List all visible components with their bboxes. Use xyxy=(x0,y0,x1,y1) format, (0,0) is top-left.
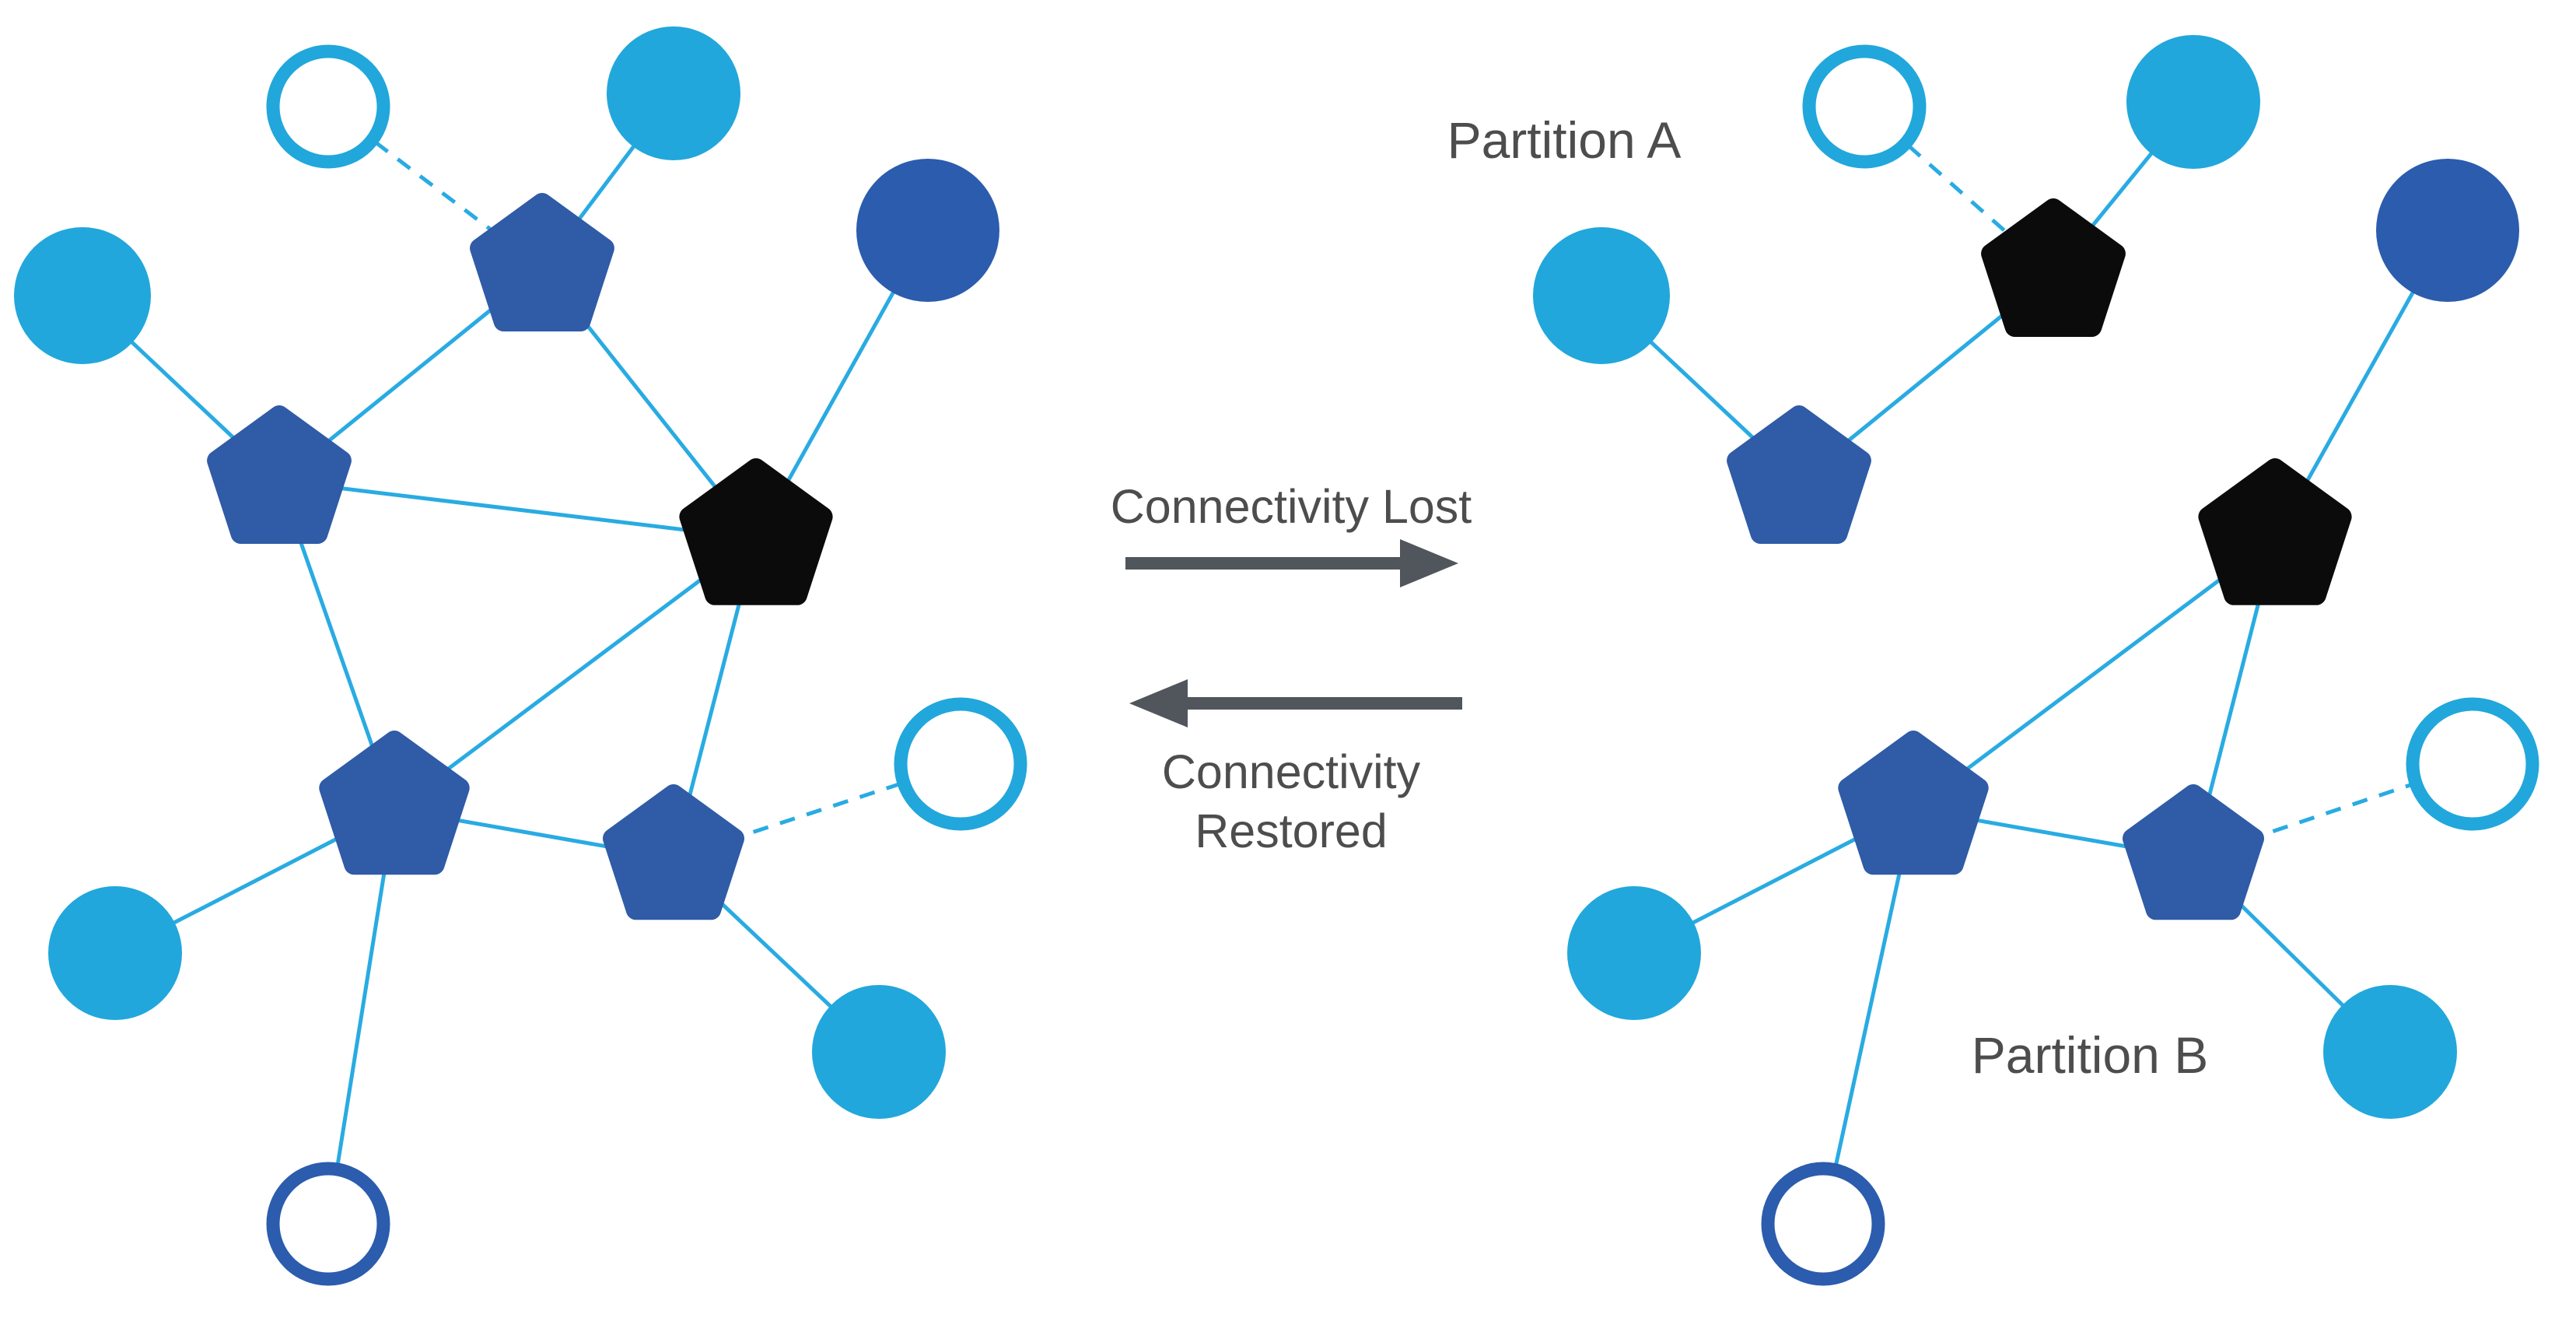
left-pentagon-top xyxy=(470,193,614,331)
right-black-pentagon xyxy=(2198,458,2352,605)
connectivity-restored-arrow xyxy=(1129,679,1462,727)
connectivity-restored-arrow-head xyxy=(1129,679,1188,727)
right-pentagon-top xyxy=(1981,198,2126,337)
right-pentagon-bottom-right xyxy=(2123,784,2264,920)
right-cyan-circle-bottom-left xyxy=(1567,886,1701,1020)
left-pentagon-bottom-left xyxy=(319,731,470,875)
right-edge-black-pentagon--pentagon-bottom-left xyxy=(1912,536,2277,811)
right-cyan-circle-top xyxy=(2126,35,2260,169)
left-cyan-circle-bottom-left xyxy=(48,886,182,1020)
left-cyan-circle-bottom xyxy=(812,985,946,1119)
left-cyan-circle-top xyxy=(607,26,740,160)
left-outlined-circle-bottom xyxy=(266,1162,390,1286)
left-navy-circle xyxy=(856,159,999,302)
connectivity-restored-line1: Connectivity xyxy=(1161,745,1421,798)
connectivity-lost-arrow xyxy=(1125,539,1458,587)
right-outlined-circle-right xyxy=(2406,697,2539,831)
right-cyan-circle-bottom xyxy=(2323,985,2457,1119)
connectivity-lost-label: Connectivity Lost xyxy=(1110,480,1472,533)
right-pentagon-left xyxy=(1727,405,1871,544)
connectivity-restored-line2: Restored xyxy=(1195,804,1388,857)
right-outlined-circle-bottom xyxy=(1761,1162,1885,1286)
left-outlined-circle-top xyxy=(266,44,390,169)
partition-b-label: Partition B xyxy=(1971,1026,2209,1084)
left-network xyxy=(14,26,1027,1286)
right-pentagon-bottom-left xyxy=(1838,731,1989,875)
right-navy-circle xyxy=(2376,159,2519,302)
right-cyan-circle-left xyxy=(1533,227,1670,364)
left-edge-pentagon-left--black-pentagon xyxy=(278,478,757,541)
left-pentagon-bottom-right xyxy=(603,784,744,920)
left-black-pentagon xyxy=(679,458,833,605)
right-edge-outlined-circle-top--pentagon-top xyxy=(1907,144,2055,275)
left-outlined-circle-right xyxy=(894,697,1027,831)
left-edge-black-pentagon--pentagon-bottom-left xyxy=(393,536,758,811)
right-outlined-circle-top xyxy=(1802,44,1927,169)
left-cyan-circle-left xyxy=(14,227,151,364)
connectivity-lost-arrow-head xyxy=(1400,539,1458,587)
right-network xyxy=(1533,35,2539,1286)
left-pentagon-left xyxy=(207,405,352,544)
partition-a-label: Partition A xyxy=(1447,111,1682,169)
